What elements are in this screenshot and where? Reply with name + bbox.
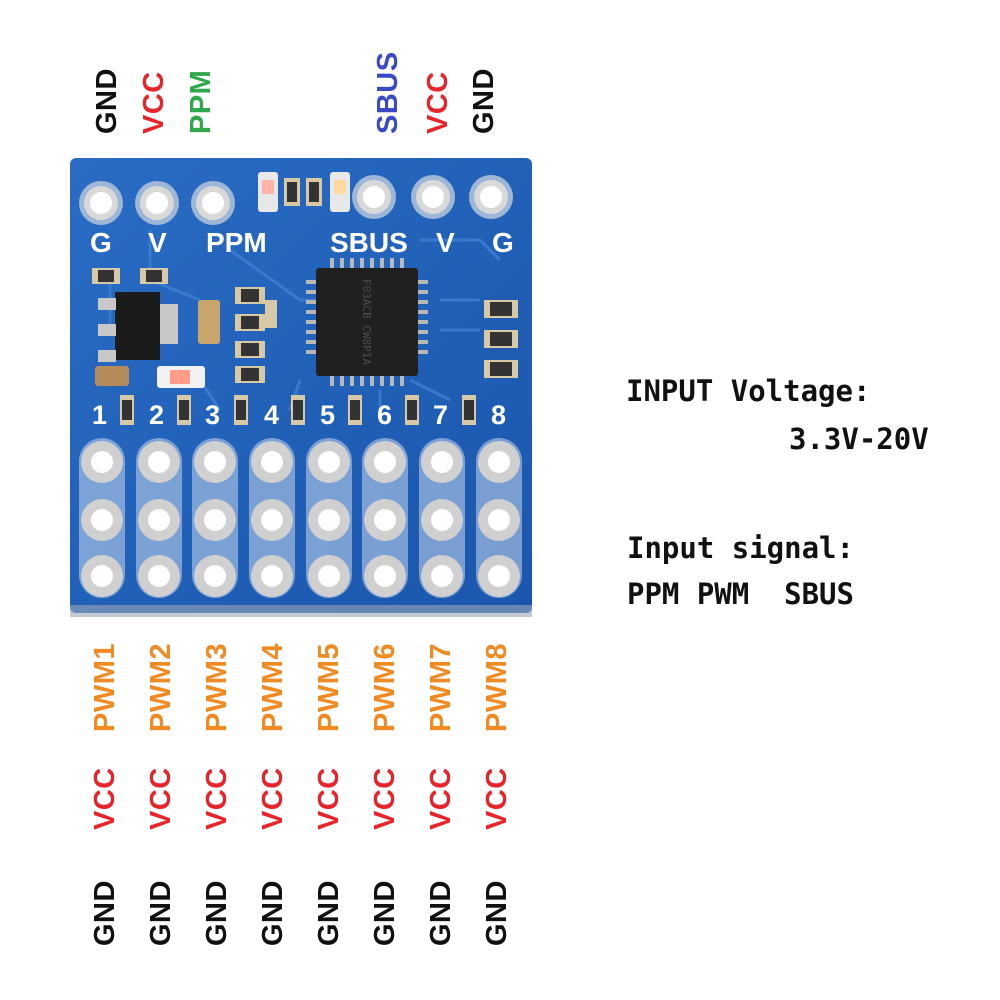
bottom-label-gnd-8: GND bbox=[481, 880, 513, 946]
bottom-label-vcc-6: VCC bbox=[369, 767, 401, 830]
bottom-label-vcc-8: VCC bbox=[481, 767, 513, 830]
bottom-label-vcc-3: VCC bbox=[201, 767, 233, 830]
top-pad bbox=[135, 181, 179, 225]
mcu-chip: F03ACB CW8P1A bbox=[306, 258, 428, 386]
silk-g-left: G bbox=[90, 227, 112, 258]
pin-column-7 bbox=[419, 438, 465, 598]
bottom-label-pwm4: PWM4 bbox=[257, 643, 289, 732]
bottom-label-pwm5: PWM5 bbox=[313, 643, 345, 732]
bottom-label-pwm3: PWM3 bbox=[201, 643, 233, 732]
top-pad bbox=[469, 175, 513, 219]
pin-column-5 bbox=[306, 438, 352, 598]
bottom-label-vcc-5: VCC bbox=[313, 767, 345, 830]
silk-channel-5: 5 bbox=[320, 400, 335, 430]
silk-v-right: V bbox=[436, 227, 455, 258]
bottom-label-pwm2: PWM2 bbox=[145, 643, 177, 732]
silk-g-right: G bbox=[492, 227, 514, 258]
input-voltage-value: 3.3V-20V bbox=[789, 422, 929, 456]
bottom-label-pwm1: PWM1 bbox=[89, 643, 121, 732]
pin-column-3 bbox=[192, 438, 238, 598]
bottom-label-vcc-2: VCC bbox=[145, 767, 177, 830]
top-pad bbox=[191, 181, 235, 225]
silk-channel-3: 3 bbox=[205, 400, 220, 430]
svg-text:F03ACB CW8P1A: F03ACB CW8P1A bbox=[360, 279, 373, 365]
bottom-label-gnd-5: GND bbox=[313, 880, 345, 946]
input-voltage-title: INPUT Voltage: bbox=[626, 374, 871, 408]
bottom-label-gnd-6: GND bbox=[369, 880, 401, 946]
bottom-label-pwm8: PWM8 bbox=[481, 643, 513, 732]
silk-v-left: V bbox=[148, 227, 167, 258]
silk-channel-8: 8 bbox=[491, 400, 506, 430]
silk-channel-7: 7 bbox=[433, 400, 448, 430]
top-pad bbox=[352, 175, 396, 219]
bottom-label-gnd-2: GND bbox=[145, 880, 177, 946]
top-pad bbox=[79, 181, 123, 225]
input-signal-title: Input signal: bbox=[627, 531, 854, 565]
silk-sbus: SBUS bbox=[330, 227, 408, 258]
bottom-label-gnd-4: GND bbox=[257, 880, 289, 946]
bottom-label-vcc-7: VCC bbox=[425, 767, 457, 830]
bottom-label-vcc-1: VCC bbox=[89, 767, 121, 830]
pin-column-6 bbox=[362, 438, 408, 598]
silk-channel-4: 4 bbox=[264, 400, 279, 430]
pin-column-1 bbox=[79, 438, 125, 598]
silk-channel-1: 1 bbox=[92, 400, 107, 430]
pin-column-2 bbox=[136, 438, 182, 598]
bottom-label-pwm7: PWM7 bbox=[425, 643, 457, 732]
silk-channel-2: 2 bbox=[149, 400, 164, 430]
silk-channel-6: 6 bbox=[377, 400, 392, 430]
bottom-label-gnd-7: GND bbox=[425, 880, 457, 946]
bottom-label-gnd-3: GND bbox=[201, 880, 233, 946]
bottom-label-gnd-1: GND bbox=[89, 880, 121, 946]
input-signal-value: PPM PWM SBUS bbox=[627, 577, 854, 611]
bottom-label-pwm6: PWM6 bbox=[369, 643, 401, 732]
bottom-label-vcc-4: VCC bbox=[257, 767, 289, 830]
pin-column-8 bbox=[476, 438, 522, 598]
silk-ppm: PPM bbox=[206, 227, 267, 258]
top-pad bbox=[411, 175, 455, 219]
pin-column-4 bbox=[249, 438, 295, 598]
